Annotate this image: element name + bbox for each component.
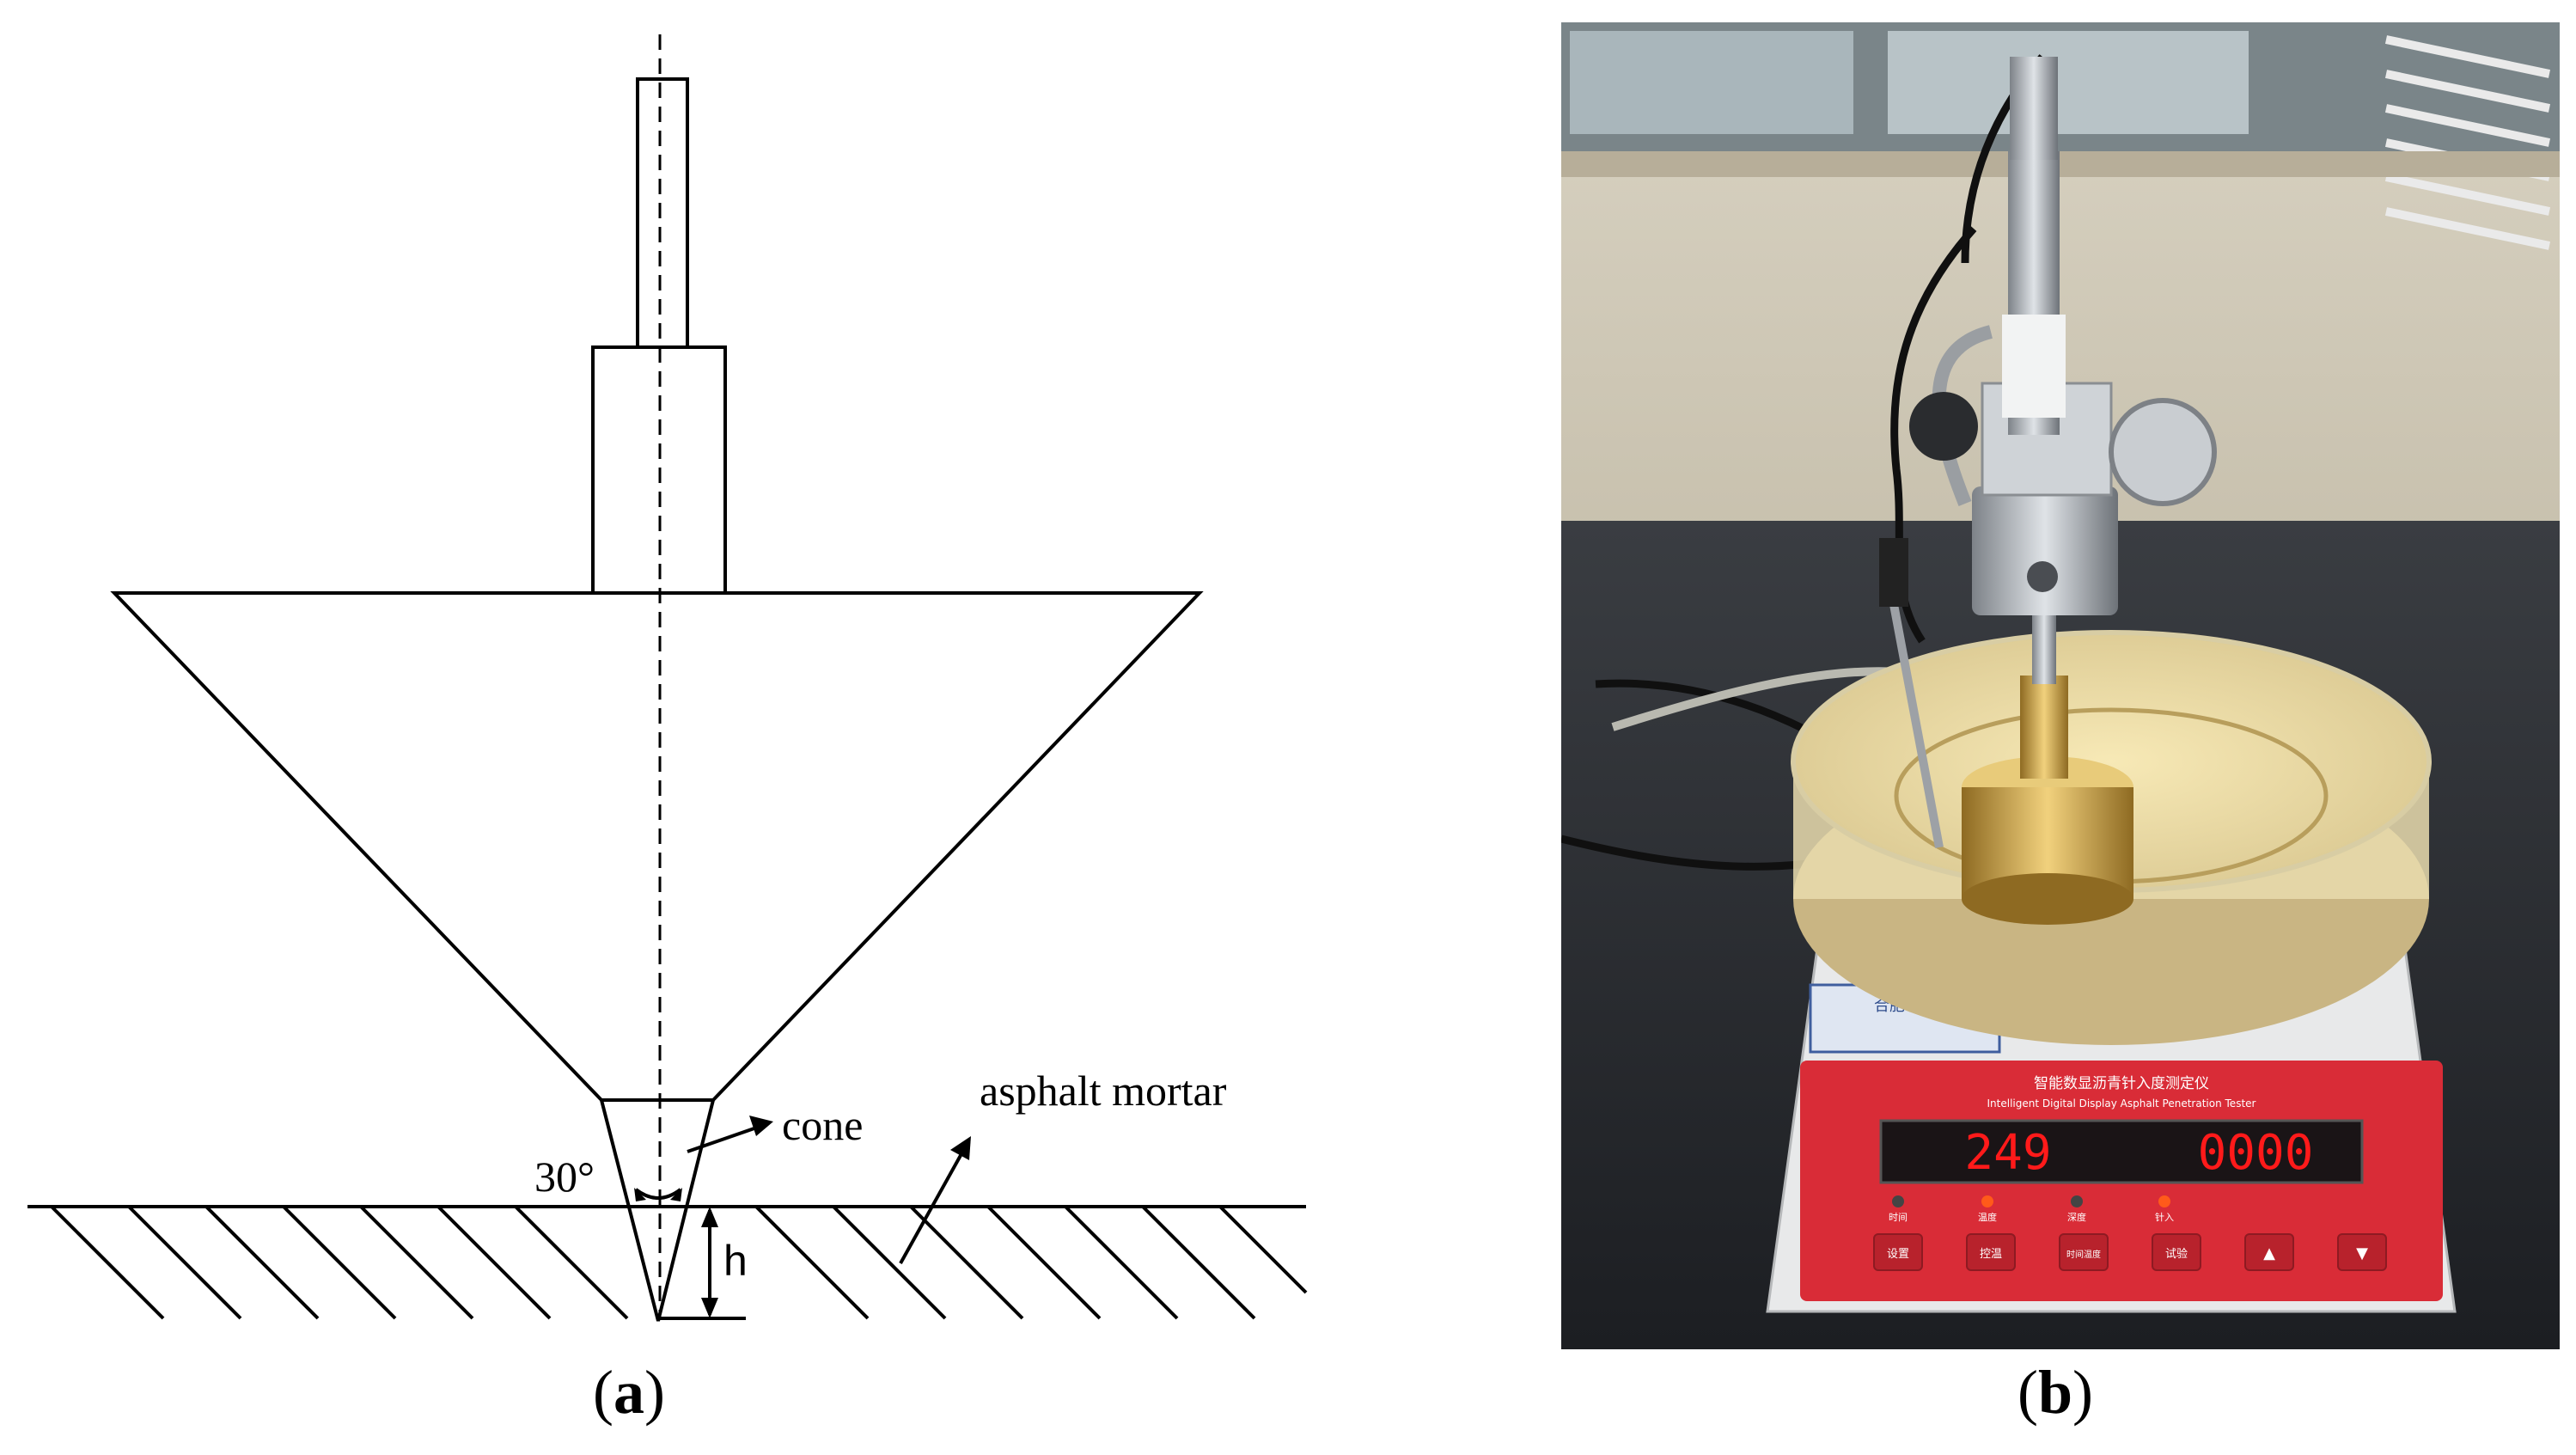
window-glass-mid	[1888, 31, 2249, 134]
angle-arc	[634, 1188, 682, 1200]
angle-arrow-right	[670, 1188, 682, 1201]
cone-tip	[599, 1098, 716, 1322]
cone-leader	[687, 1122, 767, 1153]
caption-a: (a)	[593, 1358, 665, 1427]
control-buttons	[1873, 1233, 2387, 1271]
penetration-schematic: cone asphalt mortar 30° h	[27, 34, 1308, 1322]
caption-b: (b)	[2017, 1358, 2094, 1427]
sample-cup-bottom	[1962, 873, 2133, 925]
button-label-1: 控温	[1980, 1248, 2002, 1261]
indicator-label-2: 深度	[2067, 1211, 2086, 1223]
button-label-0: 设置	[1887, 1248, 1909, 1261]
caption-a-letter: a	[613, 1358, 644, 1427]
label-cone: cone	[782, 1101, 863, 1149]
cone-holder	[2020, 676, 2068, 779]
mortar-leader	[899, 1142, 969, 1264]
button-temp-control[interactable]	[1966, 1233, 2016, 1271]
window-glass-left	[1570, 31, 1853, 134]
indicator-leds	[1892, 1195, 2170, 1207]
hand-wheel-right	[2109, 398, 2217, 506]
head-knob	[2027, 561, 2058, 592]
caption-b-letter: b	[2037, 1358, 2073, 1427]
sensor-sleeve	[2002, 315, 2066, 418]
device-title-en: Intelligent Digital Display Asphalt Pene…	[1987, 1097, 2256, 1110]
button-time-temp[interactable]	[2059, 1233, 2109, 1271]
penetrometer-photo: 智能数显沥青针入度测定仪 Intelligent Digital Display…	[1561, 22, 2560, 1349]
cone-leader-arrow	[749, 1116, 773, 1136]
window-sill	[1561, 151, 2560, 177]
button-label-4: ▲	[2263, 1244, 2275, 1262]
button-labels: 设置 控温 时间温度 试验 ▲ ▼	[1887, 1244, 2368, 1262]
probe-handle	[1879, 538, 1908, 607]
angle-arrow-left	[634, 1188, 646, 1201]
mortar-hatching	[50, 1205, 1308, 1320]
button-set[interactable]	[1873, 1233, 1923, 1271]
indicator-labels: 时间 温度 深度 针入	[1889, 1211, 2174, 1223]
button-label-3: 试验	[2165, 1247, 2188, 1261]
label-angle: 30°	[534, 1152, 595, 1201]
button-up[interactable]	[2244, 1233, 2294, 1271]
plunger-rod	[636, 77, 689, 349]
button-test[interactable]	[2152, 1233, 2201, 1271]
cone-body	[110, 591, 1204, 1102]
gooseneck-lamp	[1932, 325, 1993, 506]
led-display-left: 249	[1964, 1125, 2051, 1181]
hand-wheel-left	[1909, 392, 1978, 461]
temperature-probe	[1883, 572, 1944, 848]
depth-arrow-top	[701, 1207, 718, 1227]
label-depth: h	[723, 1237, 748, 1285]
depth-arrow-bottom	[701, 1298, 718, 1318]
led-display	[1879, 1119, 2364, 1184]
led-display-right: 0000	[2198, 1125, 2314, 1181]
device-title-cn: 智能数显沥青针入度测定仪	[2034, 1075, 2209, 1092]
indicator-label-0: 时间	[1889, 1212, 1908, 1223]
head-block	[1972, 486, 2118, 615]
indicator-label-3: 针入	[2155, 1211, 2174, 1223]
button-down[interactable]	[2337, 1233, 2387, 1271]
button-label-2: 时间温度	[2066, 1249, 2101, 1260]
label-asphalt-mortar: asphalt mortar	[980, 1067, 1227, 1115]
indicator-label-1: 温度	[1978, 1211, 1997, 1223]
button-label-5: ▼	[2356, 1244, 2368, 1262]
mortar-leader-arrow	[950, 1136, 971, 1160]
sensor-cap	[2010, 57, 2058, 160]
